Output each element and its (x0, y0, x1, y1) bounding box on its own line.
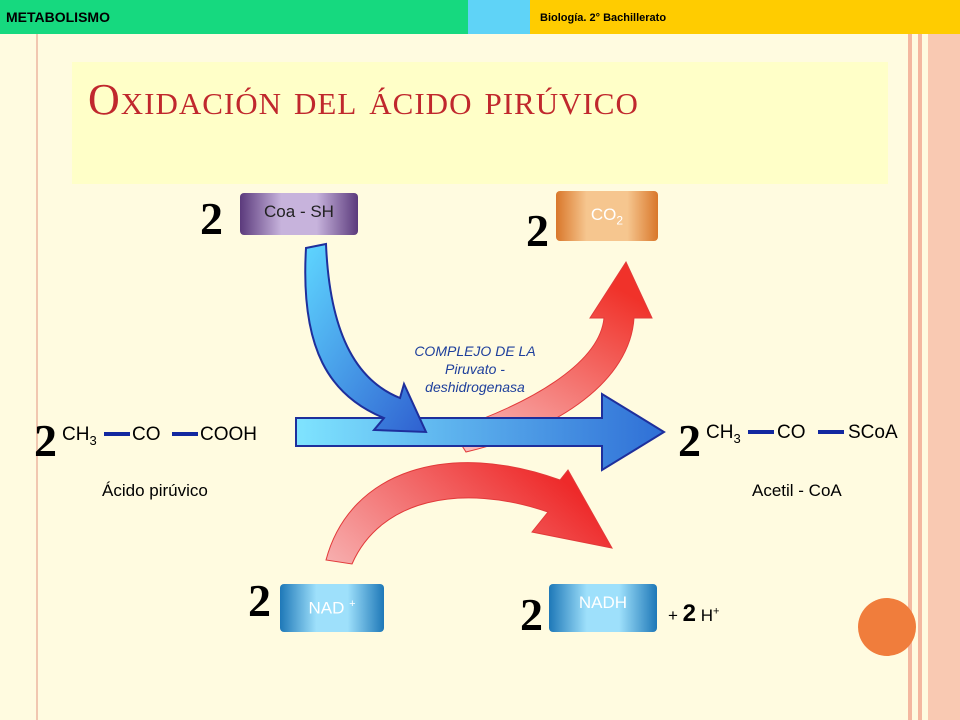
nadh-box: NADH (549, 584, 657, 632)
page-title: Oxidación del ácido pirúvico (88, 75, 639, 124)
product-caption: Acetil - CoA (752, 481, 842, 500)
product-bond-1 (748, 430, 774, 434)
enzyme-line-2: Piruvato - (445, 361, 505, 377)
enzyme-line-1: COMPLEJO DE LA (414, 343, 536, 359)
title-box (72, 62, 888, 184)
product-ch3-text: CH (706, 422, 734, 443)
reactant-ch3-sub: 3 (89, 432, 97, 448)
decorative-circle (858, 598, 916, 656)
co2-coefficient: 2 (526, 205, 549, 256)
blue-arrow-from-coa (304, 242, 428, 434)
nadh-label: NADH (578, 593, 628, 612)
reactant-ch3-text: CH (62, 424, 90, 445)
co2-subscript: 2 (616, 213, 624, 228)
enzyme-line-3: deshidrogenasa (425, 379, 525, 395)
coa-coefficient: 2 (200, 193, 223, 244)
reactant-co: CO (132, 424, 161, 445)
product-co: CO (777, 422, 806, 443)
header-bar-metabolismo (0, 0, 468, 34)
red-arrow-to-nadh (325, 462, 613, 565)
product-coefficient: 2 (678, 415, 701, 466)
product-ch3: CH3 (706, 422, 741, 446)
proton-label: H (700, 606, 714, 625)
co2-label: CO2 (591, 205, 623, 227)
nadh-coefficient: 2 (520, 589, 543, 640)
header-course-label: Biología. 2° Bachillerato (540, 12, 667, 24)
reactant-ch3: CH3 (62, 424, 97, 448)
coa-sh-box: Coa - SH (240, 193, 358, 235)
header-section-label: METABOLISMO (6, 9, 110, 25)
reactant-coefficient: 2 (34, 415, 57, 466)
reactant-bond-1 (104, 432, 130, 436)
plus-sign: + (668, 606, 678, 625)
reactant-cooh: COOH (200, 424, 257, 445)
proton-coefficient: 2 (682, 600, 697, 627)
reactant-caption: Ácido pirúvico (102, 481, 208, 500)
right-stripe-2 (918, 34, 922, 720)
nad-superscript: + (349, 597, 356, 610)
proton-term: + 2 H+ (668, 600, 719, 628)
enzyme-label: COMPLEJO DE LA Piruvato - deshidrogenasa (390, 342, 560, 396)
nad-coefficient: 2 (248, 575, 271, 626)
product-scoa: SCoA (848, 422, 898, 443)
proton-superscript: + (713, 605, 720, 618)
coa-sh-label: Coa - SH (264, 202, 334, 221)
product-bond-2 (818, 430, 844, 434)
header-bar-course (530, 0, 960, 34)
co2-box: CO2 (556, 191, 658, 241)
left-stripe (36, 34, 38, 720)
main-blue-arrow (295, 392, 666, 472)
reactant-bond-2 (172, 432, 198, 436)
co2-text: CO (590, 204, 617, 224)
right-stripe-1 (908, 34, 912, 720)
nad-box: NAD + (280, 584, 384, 632)
header-bar-accent (468, 0, 530, 34)
nad-text: NAD (308, 598, 345, 618)
nad-label: NAD + (308, 598, 355, 619)
product-ch3-sub: 3 (733, 430, 741, 446)
right-stripe-3 (928, 34, 960, 720)
